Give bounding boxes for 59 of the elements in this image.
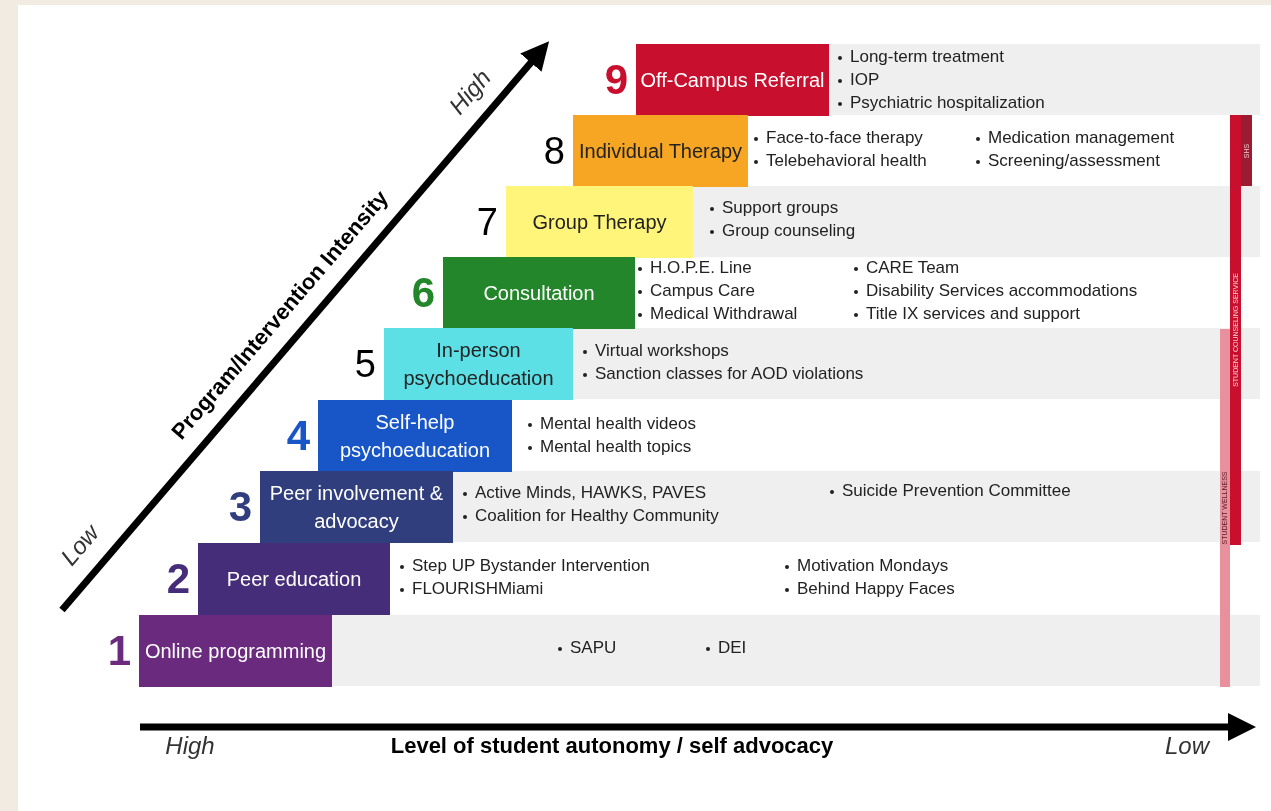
step-number: 3 — [227, 485, 252, 529]
service-bar — [1220, 329, 1230, 687]
step-label: Individual Therapy — [578, 139, 743, 164]
step-box — [506, 186, 693, 258]
axis-label: Level of student autonomy / self advocacy — [390, 733, 834, 759]
step-box — [384, 328, 573, 400]
list-item: Medication management — [974, 128, 1175, 148]
step-box — [139, 615, 332, 687]
list-item: H.O.P.E. Line — [636, 258, 752, 278]
list-item: Motivation Mondays — [783, 556, 949, 576]
step-box — [443, 257, 635, 329]
list-item: Active Minds, HAWKS, PAVES — [461, 483, 707, 503]
list-item: Campus Care — [636, 281, 755, 301]
step-box — [573, 115, 748, 187]
list-item: Mental health topics — [526, 437, 692, 457]
step-label: Peer involvement & advocacy — [268, 481, 445, 534]
step-box — [636, 44, 829, 116]
list-item: DEI — [704, 638, 747, 658]
step-label: In-person psychoeducation — [402, 338, 555, 391]
step-label: Off-Campus Referral — [640, 68, 825, 93]
list-item: IOP — [836, 70, 880, 90]
step-number: 1 — [106, 629, 131, 673]
step-label: Consultation — [483, 281, 595, 306]
step-number: 2 — [165, 557, 190, 601]
step-label: Peer education — [226, 567, 362, 592]
list-item: Sanction classes for AOD violations — [581, 364, 864, 384]
step-box — [260, 471, 453, 543]
step-label: Self-help psychoeducation — [338, 410, 492, 463]
step-number: 9 — [603, 58, 628, 102]
step-number: 5 — [353, 342, 376, 386]
list-item: Disability Services accommodations — [852, 281, 1138, 301]
step-label: Online programming — [144, 639, 327, 664]
service-bar — [1241, 115, 1252, 186]
list-item: SAPU — [556, 638, 617, 658]
axis-label: Low — [1165, 732, 1209, 760]
list-item: Screening/assessment — [974, 151, 1160, 171]
list-item: Title IX services and support — [852, 304, 1080, 324]
list-item: Group counseling — [708, 221, 856, 241]
list-item: Medical Withdrawal — [636, 304, 798, 324]
list-item: Virtual workshops — [581, 341, 729, 361]
step-number: 8 — [542, 129, 565, 173]
step-label: Group Therapy — [532, 210, 667, 235]
service-bar — [1230, 115, 1241, 545]
list-item: Face-to-face therapy — [752, 128, 923, 148]
list-item: Suicide Prevention Committee — [828, 481, 1071, 501]
list-item: Mental health videos — [526, 414, 696, 434]
list-item: Support groups — [708, 198, 839, 218]
list-item: Psychiatric hospitalization — [836, 93, 1045, 113]
list-item: Step UP Bystander Intervention — [398, 556, 650, 576]
axis-label: High — [165, 732, 215, 760]
step-box — [198, 543, 390, 615]
step-number: 6 — [410, 271, 435, 315]
list-item: FLOURISHMiami — [398, 579, 544, 599]
step-number: 7 — [475, 200, 498, 244]
list-item: Behind Happy Faces — [783, 579, 955, 599]
list-item: Long-term treatment — [836, 47, 1004, 67]
list-item: CARE Team — [852, 258, 960, 278]
list-item: Telebehavioral health — [752, 151, 927, 171]
list-item: Coalition for Healthy Community — [461, 506, 719, 526]
